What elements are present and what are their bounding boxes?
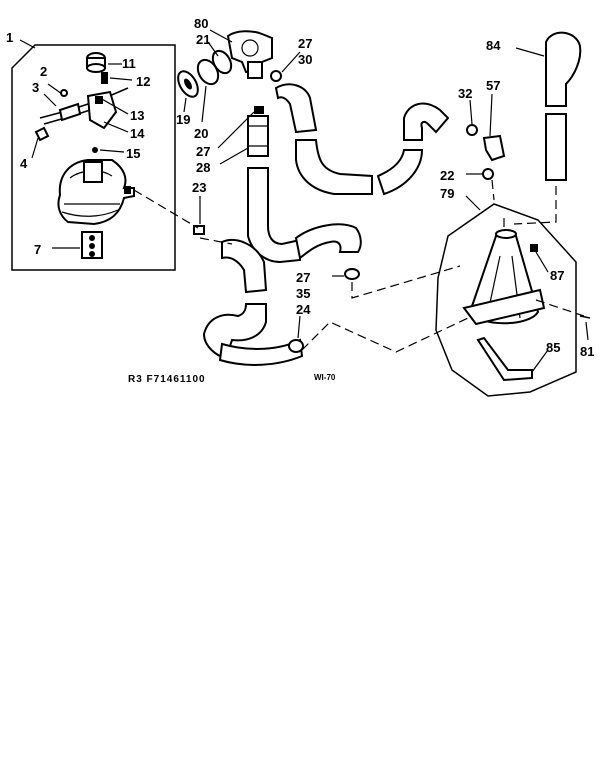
part-7-gasket	[81, 231, 103, 259]
part-27-clamp-lower	[344, 268, 360, 280]
lower-hose-loop	[202, 303, 267, 360]
part-87-bolt	[530, 244, 538, 252]
part-23-clamp	[193, 225, 205, 235]
part-30-hose	[274, 83, 318, 134]
drawing-number-caption: WI-70	[314, 373, 336, 382]
hoses	[202, 31, 582, 366]
upper-right-hose	[403, 102, 450, 141]
label-12: 12	[136, 74, 150, 89]
lower-hose-outlet	[218, 338, 304, 366]
label-22: 22	[440, 168, 454, 183]
valve-assembly	[177, 30, 282, 235]
label-1: 1	[6, 30, 13, 45]
lower-hose-upper	[221, 239, 268, 294]
label-3: 3	[32, 80, 39, 95]
agitator-frame	[435, 203, 577, 397]
part-20-ring	[196, 58, 220, 86]
middle-hose	[295, 139, 373, 195]
label-81: 81	[580, 344, 594, 359]
label-23: 23	[192, 180, 206, 195]
label-32: 32	[458, 86, 472, 101]
part-labels: 1 2 3 4 7 11 12 13 14 15 80 21 19 20 27 …	[6, 16, 594, 359]
part-28-filter	[247, 115, 269, 157]
part-12-spring	[101, 72, 108, 84]
part-57-elbow	[482, 134, 506, 162]
label-79: 79	[440, 186, 454, 201]
label-2: 2	[40, 64, 47, 79]
pump-body	[57, 159, 135, 226]
label-24: 24	[296, 302, 311, 317]
label-27a: 27	[196, 144, 210, 159]
agitator-group	[435, 203, 591, 397]
label-15: 15	[126, 146, 140, 161]
label-11: 11	[122, 56, 136, 71]
label-30: 30	[298, 52, 312, 67]
part-2-3-lever	[39, 87, 129, 125]
leader-lines	[19, 29, 589, 373]
label-28: 28	[196, 160, 210, 175]
part-84-standpipe-bottom	[545, 113, 567, 181]
center-loop-hose	[294, 223, 362, 260]
label-20: 20	[194, 126, 208, 141]
part-84-standpipe-top	[545, 31, 582, 107]
part-81-screw	[579, 315, 591, 319]
part-number-caption: R3 F71461100	[128, 374, 206, 385]
right-connector-hose	[376, 149, 424, 196]
pump-assembly-group	[11, 44, 176, 271]
label-13: 13	[130, 108, 144, 123]
label-35: 35	[296, 286, 310, 301]
label-85: 85	[546, 340, 560, 355]
part-32-ring	[466, 124, 478, 136]
label-19: 19	[176, 112, 190, 127]
label-21: 21	[196, 32, 210, 47]
label-84: 84	[486, 38, 501, 53]
label-27c: 27	[296, 270, 310, 285]
label-80: 80	[194, 16, 208, 31]
part-27-clamp-upper	[254, 106, 264, 114]
part-11-cap	[86, 52, 106, 73]
part-15-ring	[92, 147, 98, 153]
part-27-clamp-top	[270, 70, 282, 82]
label-57: 57	[486, 78, 500, 93]
part-85-bracket	[476, 336, 533, 382]
part-22-clamp	[482, 168, 494, 180]
part-4-clip	[34, 126, 50, 142]
label-87: 87	[550, 268, 564, 283]
part-13-14-bracket	[86, 90, 118, 130]
label-14: 14	[130, 126, 145, 141]
part-80-outlet	[247, 61, 263, 79]
label-4: 4	[20, 156, 28, 171]
connection-lines	[133, 179, 585, 353]
label-7: 7	[34, 242, 41, 257]
part-24-clamp	[288, 339, 304, 353]
label-27b: 27	[298, 36, 312, 51]
center-hose	[247, 167, 301, 264]
pump-assembly-frame	[11, 44, 176, 271]
